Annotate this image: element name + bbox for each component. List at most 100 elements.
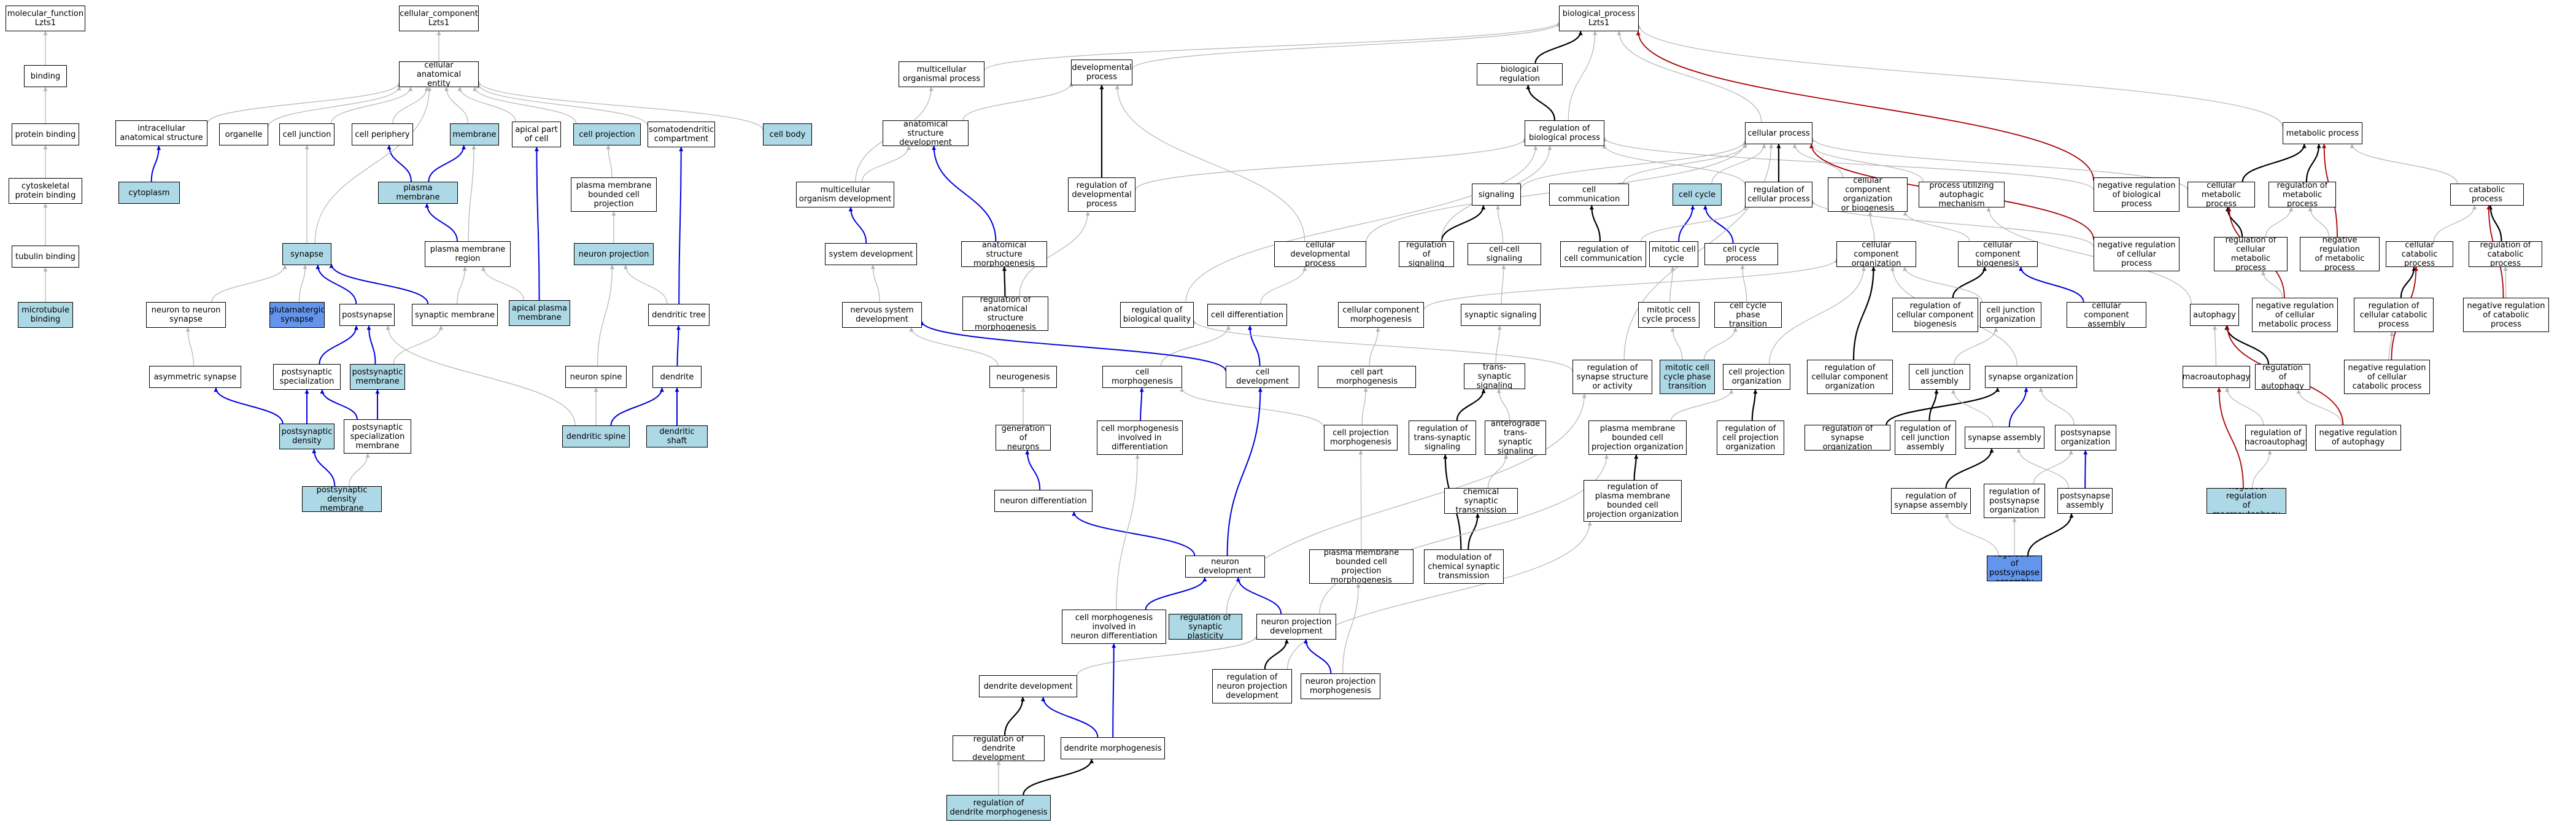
- go-term-nsd[interactable]: nervous system development: [842, 302, 922, 328]
- go-term-macroaut[interactable]: macroautophagy: [2183, 366, 2250, 388]
- go-term-dendrite[interactable]: dendrite: [652, 366, 702, 388]
- go-term-regasm[interactable]: regulation of anatomical structure morph…: [962, 296, 1048, 331]
- go-term-neuronspine[interactable]: neuron spine: [565, 366, 627, 388]
- go-term-asm[interactable]: anatomical structure morphogenesis: [961, 241, 1047, 267]
- go-term-cellcatab[interactable]: cellular catabolic process: [2386, 241, 2453, 267]
- go-term-cae[interactable]: cellular anatomical entity: [399, 61, 479, 87]
- go-term-cca[interactable]: cellular component assembly: [2067, 302, 2146, 328]
- go-term-negregcatab[interactable]: negative regulation of catabolic process: [2463, 298, 2549, 332]
- go-term-regcellmet[interactable]: regulation of cellular metabolic process: [2214, 237, 2288, 271]
- go-term-plasmamem[interactable]: plasma membrane: [378, 182, 458, 204]
- go-term-regpmbcpo[interactable]: regulation of plasma membrane bounded ce…: [1584, 480, 1682, 522]
- go-term-cjo[interactable]: cell junction organization: [1980, 302, 2041, 328]
- go-term-pmbcpo[interactable]: plasma membrane bounded cell projection …: [1588, 420, 1687, 455]
- go-term-cellcellsig[interactable]: cell-cell signaling: [1468, 243, 1541, 265]
- go-term-regsynorg[interactable]: regulation of synapse organization: [1804, 425, 1890, 451]
- go-term-negregcellcatab[interactable]: negative regulation of cellular cataboli…: [2344, 360, 2430, 394]
- go-term-mcop[interactable]: multicellular organismal process: [899, 61, 984, 87]
- go-term-ccmorph[interactable]: cellular component morphogenesis: [1338, 302, 1424, 328]
- go-term-regdev[interactable]: regulation of developmental process: [1068, 177, 1135, 212]
- go-term-npd[interactable]: neuron projection development: [1256, 614, 1336, 640]
- go-term-neurogen[interactable]: neurogenesis: [989, 366, 1057, 388]
- go-term-cellproj[interactable]: cell projection: [573, 123, 641, 145]
- go-term-cco[interactable]: cellular component organization: [1836, 241, 1916, 267]
- go-term-regmacroaut[interactable]: regulation of macroautophagy: [2245, 425, 2307, 451]
- go-term-mccpt[interactable]: mitotic cell cycle phase transition: [1660, 360, 1715, 394]
- go-term-celldevproc[interactable]: cellular developmental process: [1274, 241, 1366, 267]
- go-term-apicalpart[interactable]: apical part of cell: [512, 122, 561, 147]
- go-term-synassembly[interactable]: synapse assembly: [1965, 427, 2044, 449]
- go-term-ccpt[interactable]: cell cycle phase transition: [1714, 302, 1782, 328]
- go-term-denddev[interactable]: dendrite development: [979, 675, 1077, 697]
- go-term-cellmorph[interactable]: cell morphogenesis: [1102, 366, 1182, 388]
- go-term-signaling[interactable]: signaling: [1472, 184, 1521, 206]
- go-term-mf[interactable]: molecular_function Lzts1: [6, 6, 85, 31]
- go-term-cytoplasm[interactable]: cytoplasm: [118, 182, 180, 204]
- go-term-bioreg[interactable]: biological regulation: [1477, 63, 1563, 85]
- go-term-regsso[interactable]: regulation of synapse structure or activ…: [1572, 360, 1652, 394]
- go-term-ias[interactable]: intracellular anatomical structure: [115, 120, 207, 146]
- go-term-cpo[interactable]: cell projection organization: [1723, 364, 1790, 390]
- go-term-asd[interactable]: anatomical structure development: [883, 120, 969, 146]
- go-term-apicalpm[interactable]: apical plasma membrane: [509, 300, 570, 326]
- go-term-regsynassembly[interactable]: regulation of synapse assembly: [1891, 488, 1971, 514]
- go-term-mtbind[interactable]: microtubule binding: [18, 302, 73, 328]
- go-term-negregcp[interactable]: negative regulation of cellular process: [2094, 237, 2180, 271]
- go-term-dendshaft[interactable]: dendritic shaft: [646, 425, 708, 447]
- go-term-bp[interactable]: biological_process Lzts1: [1559, 6, 1639, 31]
- go-term-cmid[interactable]: cell morphogenesis involved in different…: [1097, 420, 1183, 455]
- go-term-ccob[interactable]: cellular component organization or bioge…: [1828, 177, 1908, 212]
- go-term-organelle[interactable]: organelle: [219, 123, 268, 145]
- go-term-synmem[interactable]: synaptic membrane: [412, 304, 498, 326]
- go-term-cellcomm[interactable]: cell communication: [1549, 184, 1629, 206]
- go-term-asymsyn[interactable]: asymmetric synapse: [149, 366, 241, 388]
- go-term-membrane[interactable]: membrane: [450, 123, 499, 145]
- go-term-binding[interactable]: binding: [24, 65, 67, 87]
- go-term-dendspine[interactable]: dendritic spine: [562, 425, 630, 447]
- go-term-regbp[interactable]: regulation of biological process: [1525, 120, 1604, 146]
- go-term-synsig[interactable]: synaptic signaling: [1461, 304, 1541, 326]
- go-term-cellbody[interactable]: cell body: [763, 123, 812, 145]
- go-term-npm[interactable]: neuron projection morphogenesis: [1301, 673, 1380, 699]
- go-term-dendtree[interactable]: dendritic tree: [648, 304, 710, 326]
- go-term-n2nsyn[interactable]: neuron to neuron synapse: [146, 302, 226, 328]
- go-term-tubbind[interactable]: tubulin binding: [12, 246, 79, 268]
- go-term-genneur[interactable]: generation of neurons: [996, 425, 1051, 451]
- go-term-psorg[interactable]: postsynapse organization: [2055, 425, 2116, 451]
- go-term-cpm[interactable]: cell projection morphogenesis: [1324, 425, 1398, 451]
- go-term-transsyn[interactable]: trans-synaptic signaling: [1464, 363, 1525, 389]
- go-term-regcellcatab[interactable]: regulation of cellular catabolic process: [2354, 298, 2434, 332]
- go-term-cmind[interactable]: cell morphogenesis involved in neuron di…: [1062, 610, 1166, 644]
- go-term-pmregion[interactable]: plasma membrane region: [425, 241, 511, 267]
- go-term-regdendmorph[interactable]: regulation of dendrite morphogenesis: [946, 795, 1051, 821]
- go-term-psdm[interactable]: postsynaptic density membrane: [302, 486, 382, 512]
- go-term-cellproc[interactable]: cellular process: [1745, 122, 1812, 144]
- go-term-dendmorph[interactable]: dendrite morphogenesis: [1061, 737, 1165, 759]
- go-term-autophagy[interactable]: autophagy: [2190, 304, 2239, 326]
- go-term-neurdiff[interactable]: neuron differentiation: [994, 490, 1093, 512]
- go-term-negregmacroaut[interactable]: negative regulation of macroautophagy: [2207, 488, 2286, 514]
- go-term-regcco[interactable]: regulation of cellular component organiz…: [1807, 360, 1893, 394]
- go-term-mitcc[interactable]: mitotic cell cycle: [1649, 241, 1698, 267]
- go-term-cellperiph[interactable]: cell periphery: [352, 123, 413, 145]
- go-term-regccb[interactable]: regulation of cellular component biogene…: [1892, 298, 1978, 332]
- go-term-devproc[interactable]: developmental process: [1071, 60, 1132, 85]
- go-term-celljunction[interactable]: cell junction: [279, 123, 335, 145]
- go-term-cytoskel[interactable]: cytoskeletal protein binding: [9, 178, 82, 204]
- go-term-modcst[interactable]: modulation of chemical synaptic transmis…: [1424, 549, 1504, 584]
- go-term-regnpd[interactable]: regulation of neuron projection developm…: [1212, 669, 1292, 703]
- go-term-pmbcpm[interactable]: plasma membrane bounded cell projection …: [1309, 549, 1414, 584]
- go-term-regcatab[interactable]: regulation of catabolic process: [2469, 241, 2542, 267]
- go-term-pmbcp[interactable]: plasma membrane bounded cell projection: [571, 177, 657, 212]
- go-term-regbq[interactable]: regulation of biological quality: [1120, 302, 1194, 328]
- go-term-negregaut[interactable]: negative regulation of autophagy: [2315, 425, 2401, 451]
- go-term-negregcellmet[interactable]: negative regulation of cellular metaboli…: [2252, 298, 2338, 332]
- go-term-synapse[interactable]: synapse: [282, 243, 331, 265]
- go-term-cellpartmorph[interactable]: cell part morphogenesis: [1318, 366, 1416, 388]
- go-term-somatodend[interactable]: somatodendritic compartment: [648, 122, 715, 147]
- go-term-cellmet[interactable]: cellular metabolic process: [2187, 182, 2255, 207]
- go-term-catab[interactable]: catabolic process: [2450, 184, 2524, 206]
- go-term-regcpo[interactable]: regulation of cell projection organizati…: [1717, 420, 1784, 455]
- go-term-ccproc[interactable]: cell cycle process: [1704, 243, 1778, 265]
- go-term-metab[interactable]: metabolic process: [2283, 122, 2362, 144]
